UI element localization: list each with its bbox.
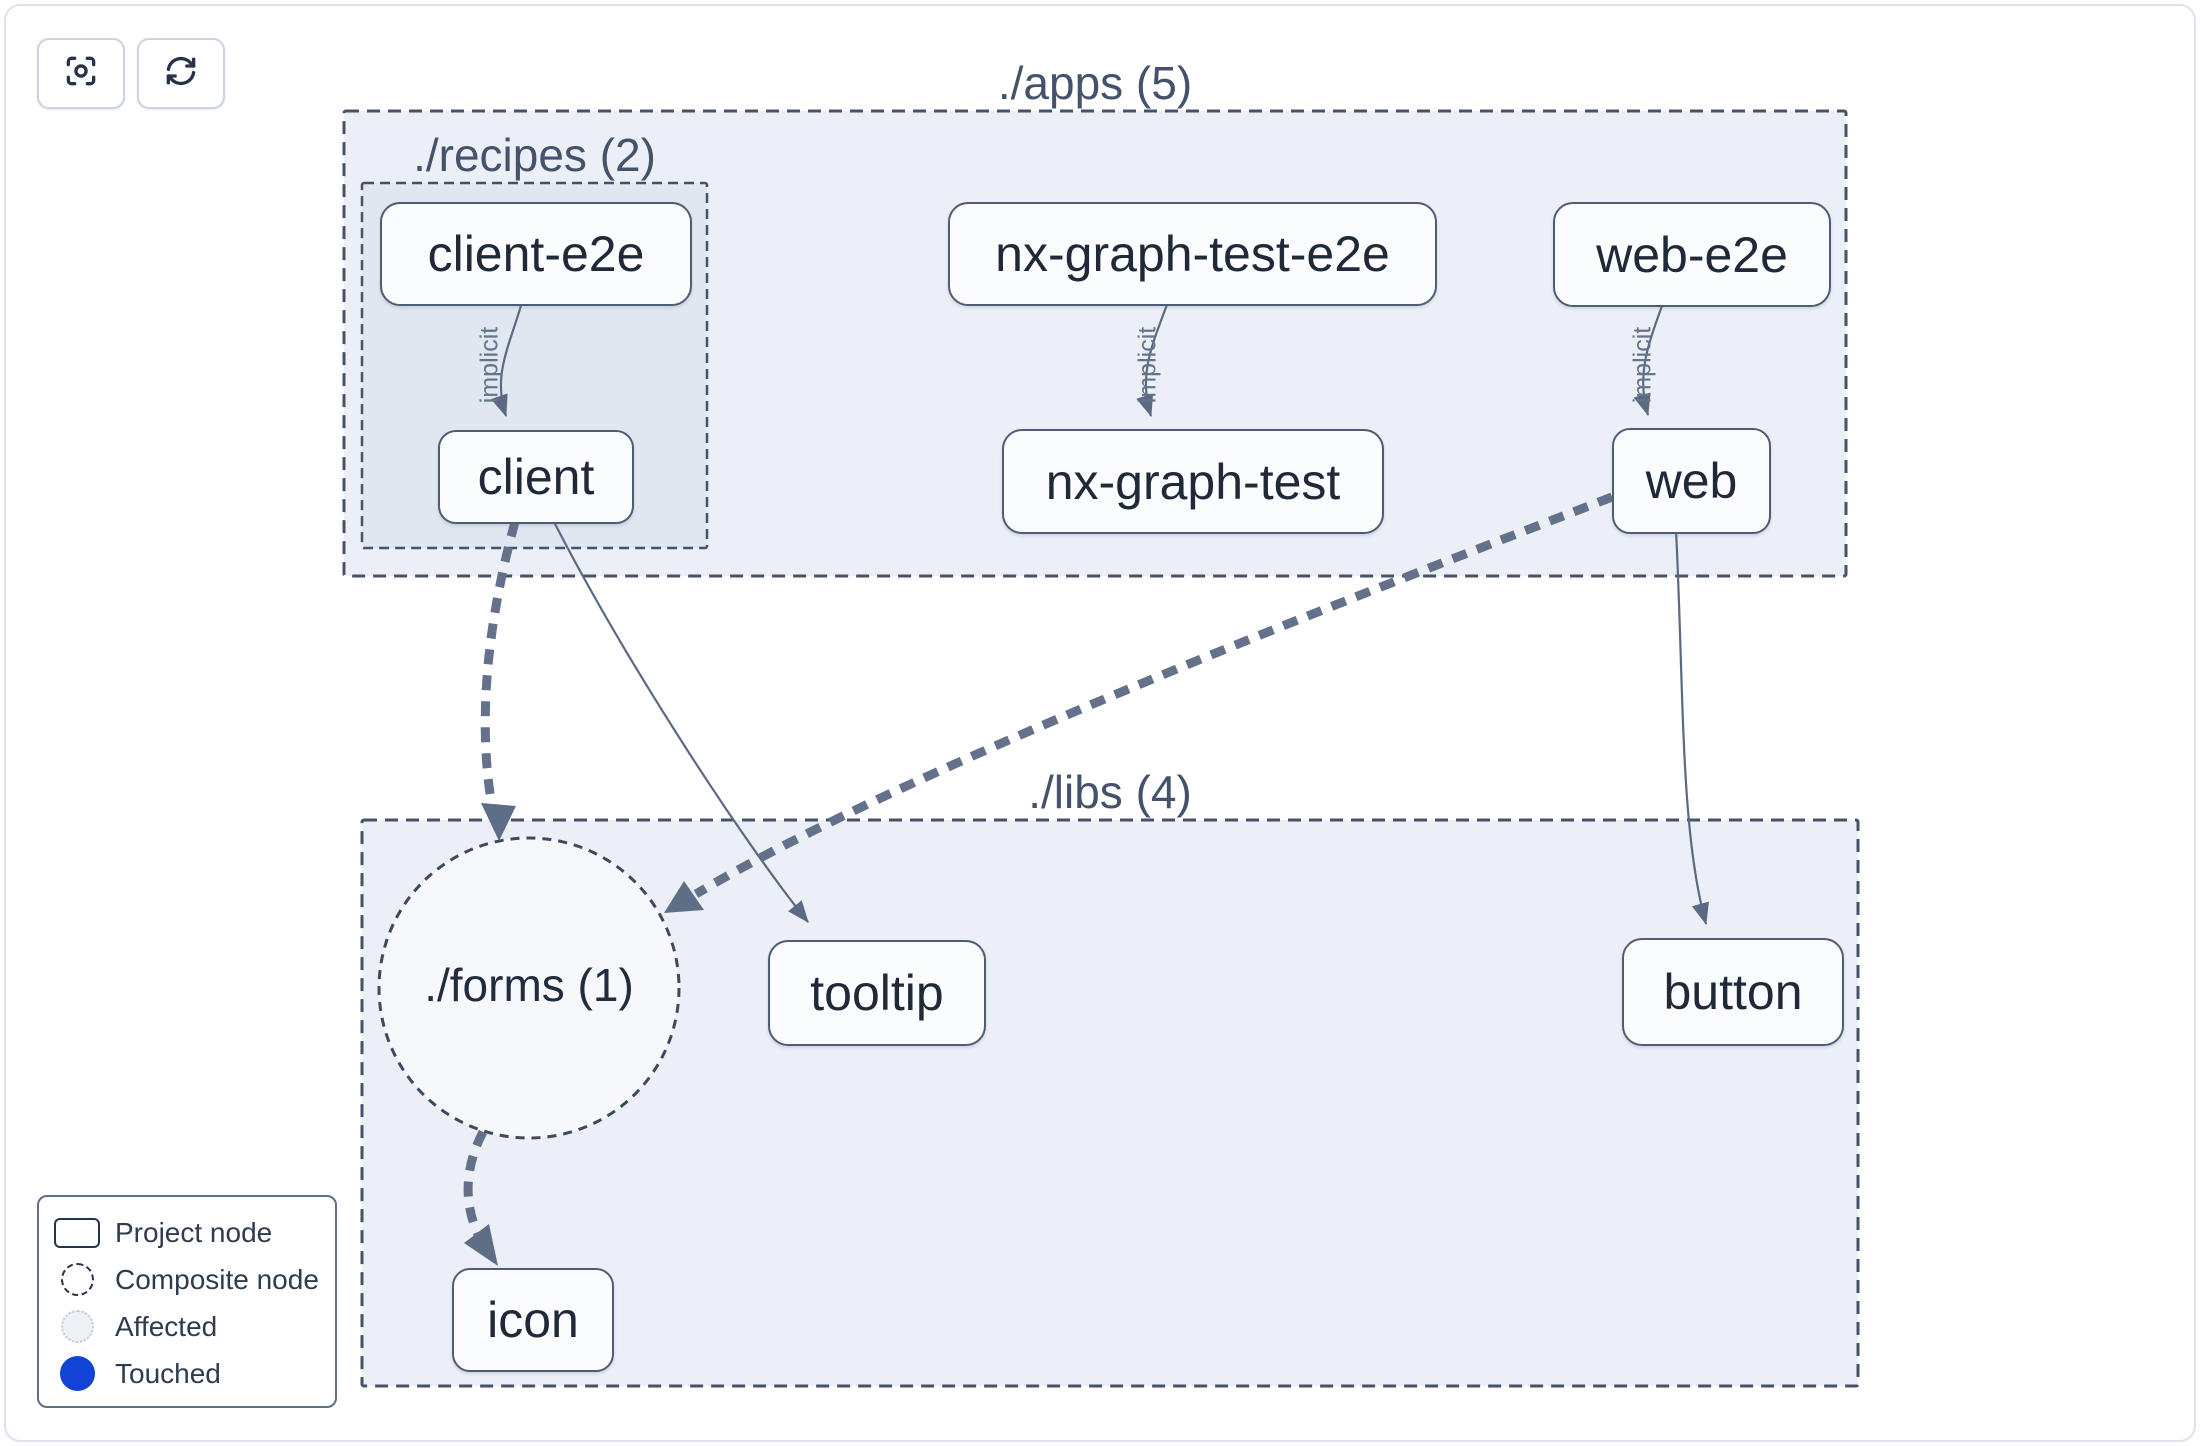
edge-label-implicit-web: implicit bbox=[1628, 326, 1657, 404]
node-button[interactable]: button bbox=[1622, 938, 1844, 1046]
group-label-recipes: ./recipes (2) bbox=[413, 129, 656, 181]
arrowhead-client-to-forms bbox=[481, 803, 516, 841]
legend-item-affected: Affected bbox=[39, 1303, 335, 1350]
legend-item-composite-node: Composite node bbox=[39, 1256, 335, 1303]
edge-web-e2e-to-web bbox=[1633, 302, 1665, 417]
legend-label: Affected bbox=[115, 1310, 218, 1342]
edge-client-to-forms bbox=[480, 520, 520, 807]
edge-client-e2e-to-client bbox=[490, 301, 524, 418]
group-label-libs: ./libs (4) bbox=[1028, 766, 1192, 818]
edge-test-e2e-to-test bbox=[1136, 301, 1170, 418]
group-box-apps bbox=[342, 109, 1848, 578]
composite-node-forms[interactable] bbox=[377, 836, 681, 1140]
focus-center-icon bbox=[62, 52, 100, 95]
node-web-e2e[interactable]: web-e2e bbox=[1553, 202, 1831, 307]
composite-node-forms-label: ./forms (1) bbox=[424, 959, 634, 1011]
arrowhead-web-to-forms bbox=[664, 881, 704, 913]
edge-web-to-forms bbox=[693, 492, 1614, 898]
graph-card-border bbox=[4, 4, 2196, 1442]
group-box-libs bbox=[360, 818, 1860, 1388]
arrowhead-forms-to-icon bbox=[464, 1224, 498, 1266]
edge-client-to-tooltip bbox=[552, 519, 809, 923]
edge-label-implicit-test: implicit bbox=[1133, 326, 1162, 404]
touched-swatch bbox=[59, 1356, 95, 1391]
edge-label-implicit-client: implicit bbox=[475, 326, 504, 404]
affected-swatch bbox=[60, 1310, 94, 1343]
node-web[interactable]: web bbox=[1612, 428, 1771, 534]
composite-node-swatch bbox=[60, 1263, 94, 1296]
refresh-icon bbox=[162, 52, 200, 95]
node-tooltip[interactable]: tooltip bbox=[768, 940, 986, 1046]
node-icon[interactable]: icon bbox=[452, 1268, 614, 1372]
node-nx-graph-test-e2e[interactable]: nx-graph-test-e2e bbox=[948, 202, 1437, 306]
legend-label: Touched bbox=[115, 1357, 221, 1389]
legend-item-project-node: Project node bbox=[39, 1209, 335, 1256]
node-client[interactable]: client bbox=[438, 430, 634, 524]
legend-label: Composite node bbox=[115, 1263, 319, 1295]
legend-item-touched: Touched bbox=[39, 1350, 335, 1397]
project-node-swatch bbox=[54, 1217, 100, 1248]
refresh-graph-button[interactable] bbox=[137, 38, 225, 109]
legend-label: Project node bbox=[115, 1216, 273, 1248]
node-nx-graph-test[interactable]: nx-graph-test bbox=[1002, 429, 1384, 534]
group-label-apps: ./apps (5) bbox=[997, 57, 1193, 109]
center-graph-button[interactable] bbox=[37, 38, 125, 109]
edge-web-to-button bbox=[1674, 529, 1709, 926]
legend-panel: Project node Composite node Affected Tou… bbox=[37, 1195, 337, 1408]
node-client-e2e[interactable]: client-e2e bbox=[380, 202, 692, 306]
